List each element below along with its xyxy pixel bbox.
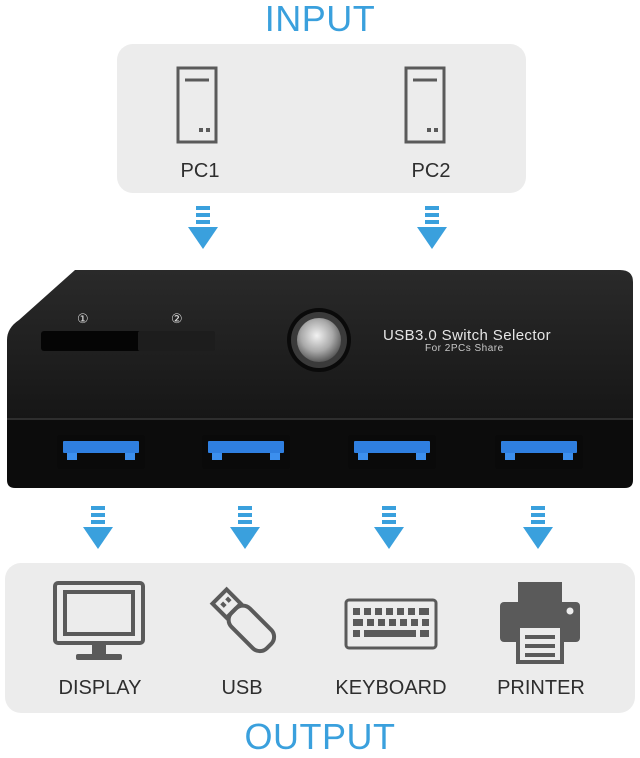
usb-switch-device: ① ② USB3.0 Switch Selector For 2PCs Shar… bbox=[5, 268, 635, 490]
output-label-display: DISPLAY bbox=[58, 677, 142, 699]
output-title: OUTPUT bbox=[244, 716, 396, 757]
arrow-down-icon bbox=[83, 506, 113, 549]
input-title: INPUT bbox=[264, 0, 376, 39]
output-label-keyboard: KEYBOARD bbox=[335, 677, 447, 699]
device-title: USB3.0 Switch Selector bbox=[383, 327, 552, 344]
switch-label-1: ① bbox=[77, 312, 89, 327]
input-label-pc2: PC2 bbox=[411, 160, 451, 182]
output-label-printer: PRINTER bbox=[497, 677, 585, 699]
usb-stick-icon bbox=[209, 586, 277, 654]
device-body bbox=[7, 270, 633, 488]
device-subtitle: For 2PCs Share bbox=[425, 343, 504, 354]
arrow-down-icon bbox=[523, 506, 553, 549]
arrow-down-icon bbox=[417, 206, 447, 249]
switch-label-2: ② bbox=[171, 312, 183, 327]
arrow-down-icon bbox=[374, 506, 404, 549]
keyboard-icon bbox=[344, 598, 438, 650]
arrow-down-icon bbox=[230, 506, 260, 549]
output-label-usb: USB bbox=[221, 677, 263, 699]
computer-tower-icon bbox=[404, 66, 446, 144]
arrow-down-icon bbox=[188, 206, 218, 249]
computer-tower-icon bbox=[176, 66, 218, 144]
input-label-pc1: PC1 bbox=[180, 160, 220, 182]
monitor-icon bbox=[53, 581, 145, 660]
printer-icon bbox=[500, 582, 580, 664]
